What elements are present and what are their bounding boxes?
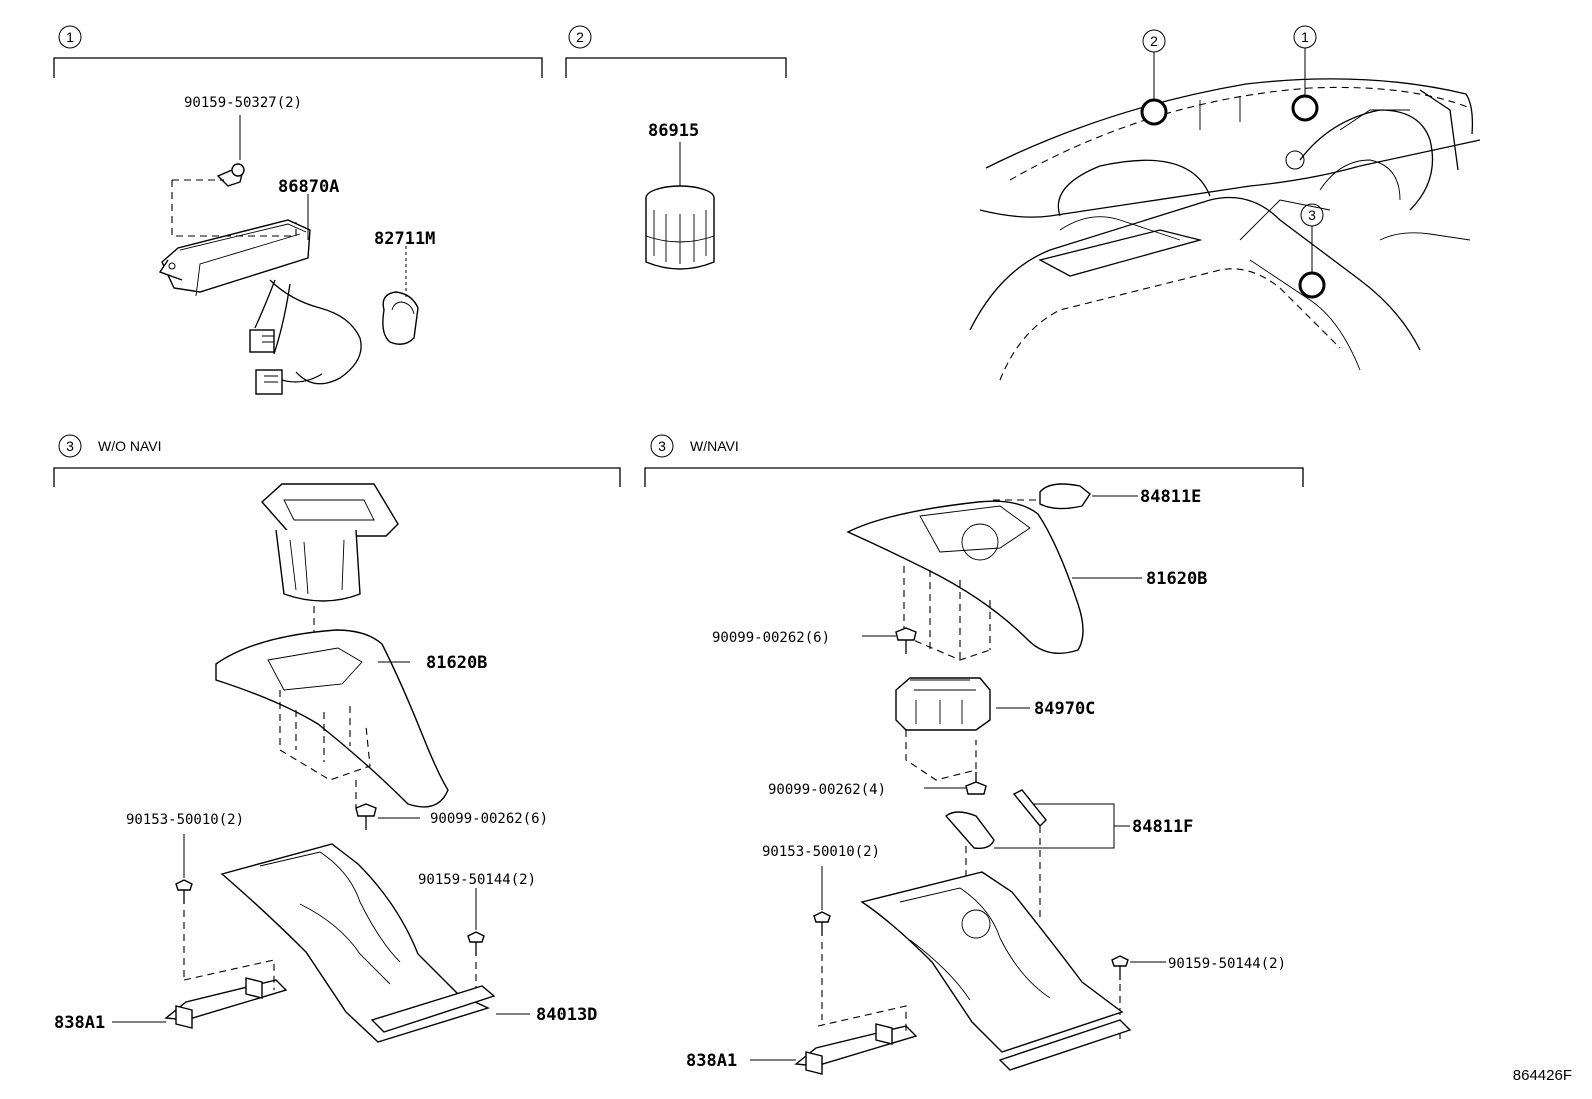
label-a-90099-00262: 90099-00262(6) bbox=[430, 811, 548, 827]
label-82711M: 82711M bbox=[374, 229, 435, 249]
a-panel-81620B bbox=[215, 629, 449, 810]
section-3a-label: W/O NAVI bbox=[98, 438, 162, 454]
locator-marker-2: 2 bbox=[1150, 33, 1158, 49]
b-screw-90153-50010 bbox=[813, 866, 831, 1020]
section-3b-label: W/NAVI bbox=[690, 438, 739, 454]
b-bracket-838A1 bbox=[750, 1005, 918, 1075]
module-86870A bbox=[158, 194, 362, 395]
section-2-header: 2 bbox=[565, 25, 787, 78]
socket-86915 bbox=[645, 142, 715, 270]
label-a-81620B: 81620B bbox=[426, 653, 487, 673]
a-screw-90153-50010 bbox=[175, 834, 193, 980]
label-b-90159-50144: 90159-50144(2) bbox=[1168, 956, 1286, 972]
b-screw-90099-00262-4 bbox=[924, 772, 987, 795]
a-tray-insert bbox=[261, 483, 399, 602]
label-b-84811F: 84811F bbox=[1132, 817, 1193, 837]
label-b-90099-00262-6: 90099-00262(6) bbox=[712, 630, 830, 646]
label-b-90099-00262-4: 90099-00262(4) bbox=[768, 782, 886, 798]
b-bracket bbox=[860, 871, 1132, 1071]
diagram-code: 864426F bbox=[1513, 1067, 1572, 1084]
locator-marker-3: 3 bbox=[1308, 207, 1316, 223]
label-a-90159-50144: 90159-50144(2) bbox=[418, 872, 536, 888]
label-b-90153-50010: 90153-50010(2) bbox=[762, 844, 880, 860]
b-cap-84811E bbox=[990, 483, 1138, 510]
section-3b-number: 3 bbox=[658, 438, 666, 454]
section-2-number: 2 bbox=[576, 29, 584, 45]
label-b-84811E: 84811E bbox=[1140, 487, 1201, 507]
section-3b-header: 3 W/NAVI bbox=[644, 434, 1304, 487]
section-3a-header: 3 W/O NAVI bbox=[53, 434, 621, 487]
dashboard-locator-view: 2 1 3 bbox=[969, 25, 1481, 381]
b-module-84970C bbox=[895, 677, 1030, 781]
label-86870A: 86870A bbox=[278, 177, 339, 197]
b-panel-81620B bbox=[846, 500, 1142, 661]
a-screw-90099-00262 bbox=[355, 803, 420, 830]
label-b-838A1: 838A1 bbox=[686, 1051, 737, 1071]
label-b-84970C: 84970C bbox=[1034, 699, 1095, 719]
locator-marker-1: 1 bbox=[1301, 29, 1309, 45]
a-bracket-838A1 bbox=[112, 959, 288, 1029]
bolt-90159-50327 bbox=[171, 115, 245, 236]
a-bracket-84013D bbox=[220, 843, 530, 1043]
section-1-number: 1 bbox=[66, 29, 74, 45]
label-a-90153-50010: 90153-50010(2) bbox=[126, 812, 244, 828]
label-a-84013D: 84013D bbox=[536, 1005, 597, 1025]
a-screw-90159-50144 bbox=[467, 888, 485, 1010]
clip-82711M bbox=[382, 246, 419, 345]
label-b-81620B: 81620B bbox=[1146, 569, 1207, 589]
label-90159-50327: 90159-50327(2) bbox=[184, 95, 302, 111]
b-trim-84811F bbox=[944, 789, 1130, 920]
label-a-838A1: 838A1 bbox=[54, 1013, 105, 1033]
b-screw-90099-00262-6 bbox=[862, 627, 917, 654]
section-1-header: 1 bbox=[53, 25, 543, 78]
section-3a-number: 3 bbox=[66, 438, 74, 454]
label-86915: 86915 bbox=[648, 121, 699, 141]
